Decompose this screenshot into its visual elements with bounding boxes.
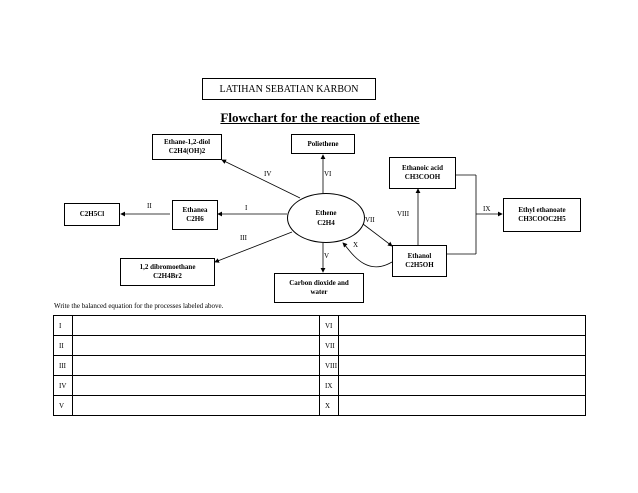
node-ethyl-ethanoate: Ethyl ethanoate CH3COOC2H5 [503, 198, 581, 232]
answer-table: I VI II VII III VIII IV IX V X [53, 315, 586, 416]
answer-cell[interactable] [72, 355, 320, 376]
label-vi: VI [324, 170, 332, 178]
answer-cell[interactable] [72, 315, 320, 336]
node-ethane-diol: Ethane-1,2-diol C2H4(OH)2 [152, 134, 222, 160]
table-row: II VII [53, 335, 586, 356]
label-x: X [353, 241, 359, 249]
answer-cell[interactable] [338, 375, 586, 396]
answer-cell[interactable] [338, 395, 586, 416]
node-formula: CH3COOH [404, 173, 441, 181]
node-ethanol: Ethanol C2H5OH [392, 245, 447, 277]
answer-cell[interactable] [72, 395, 320, 416]
node-name: C2H5Cl [79, 210, 105, 218]
label-vii: VII [365, 216, 375, 224]
node-name: Ethanea [182, 206, 208, 214]
node-formula: water [310, 288, 328, 296]
node-formula: CH3COOC2H5 [518, 215, 566, 223]
node-dibromoethane: 1,2 dibromoethane C2H4Br2 [120, 258, 215, 286]
answer-cell[interactable] [72, 335, 320, 356]
row-label: III [53, 355, 73, 376]
node-ethanoic-acid: Ethanoic acid CH3COOH [389, 157, 456, 189]
row-label: VI [319, 315, 339, 336]
table-row: I VI [53, 315, 586, 336]
row-label: I [53, 315, 73, 336]
row-label: II [53, 335, 73, 356]
table-row: IV IX [53, 375, 586, 396]
node-c2h5cl: C2H5Cl [64, 203, 120, 226]
instruction-text: Write the balanced equation for the proc… [54, 302, 224, 310]
label-iv: IV [264, 170, 272, 178]
answer-cell[interactable] [72, 375, 320, 396]
node-name: Carbon dioxide and [289, 279, 349, 287]
row-label: IX [319, 375, 339, 396]
node-poliethene: Poliethene [291, 134, 355, 154]
row-label: V [53, 395, 73, 416]
node-formula: C2H4Br2 [153, 272, 182, 280]
answer-cell[interactable] [338, 355, 586, 376]
node-name: Ethanol [407, 252, 432, 260]
table-row: V X [53, 395, 586, 416]
worksheet-title: LATIHAN SEBATIAN KARBON [202, 78, 376, 100]
label-i: I [245, 204, 248, 212]
node-name: 1,2 dibromoethane [139, 263, 196, 271]
node-ethanea: Ethanea C2H6 [172, 200, 218, 230]
row-label: VII [319, 335, 339, 356]
label-ix: IX [483, 205, 491, 213]
node-formula: C2H4 [317, 219, 335, 227]
node-co2-water: Carbon dioxide and water [274, 273, 364, 303]
label-ii: II [147, 202, 152, 210]
node-name: Ethanoic acid [401, 164, 444, 172]
node-formula: C2H6 [186, 215, 204, 223]
label-v: V [324, 252, 330, 260]
node-name: Ethyl ethanoate [518, 206, 566, 214]
node-name: Ethene [315, 209, 337, 217]
table-row: III VIII [53, 355, 586, 376]
node-formula: C2H5OH [405, 261, 434, 269]
node-name: Ethane-1,2-diol [163, 138, 211, 146]
answer-cell[interactable] [338, 315, 586, 336]
answer-cell[interactable] [338, 335, 586, 356]
label-iii: III [240, 234, 247, 242]
node-ethene: Ethene C2H4 [287, 193, 365, 243]
label-viii: VIII [397, 210, 410, 218]
node-name: Poliethene [307, 139, 339, 148]
row-label: VIII [319, 355, 339, 376]
row-label: IV [53, 375, 73, 396]
page-heading: Flowchart for the reaction of ethene [220, 110, 420, 125]
row-label: X [319, 395, 339, 416]
node-formula: C2H4(OH)2 [168, 147, 206, 155]
